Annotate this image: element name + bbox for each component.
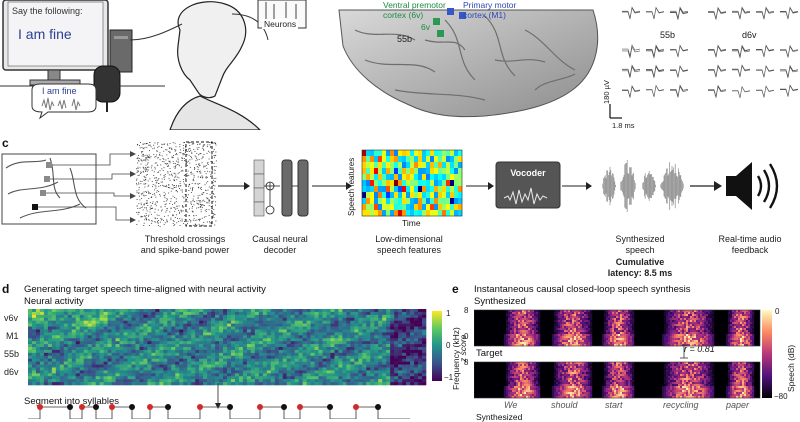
electrode-array-3 bbox=[40, 190, 46, 196]
colorbar-tick-0: 0 bbox=[446, 341, 450, 350]
scale-voltage-label: 180 µV bbox=[602, 74, 611, 104]
neurons-label: Neurons bbox=[262, 19, 298, 29]
latency-label-1: Cumulative bbox=[590, 257, 690, 268]
spike-waveform-grid bbox=[608, 0, 800, 135]
scale-time-label: 1.8 ms bbox=[612, 121, 635, 130]
synthesized-waveform bbox=[602, 160, 684, 212]
word-we: We bbox=[504, 400, 517, 410]
spectrogram-y-axis-label: Frequency (kHz) bbox=[451, 327, 461, 390]
threshold-label-2: and spike-band power bbox=[120, 245, 250, 256]
spectrogram-target bbox=[474, 362, 760, 398]
spike-label-d6v: d6v bbox=[742, 30, 757, 40]
vocoder-label: Vocoder bbox=[496, 168, 560, 178]
db-colorbar-top: 0 bbox=[775, 307, 779, 316]
word-should: should bbox=[551, 400, 578, 410]
screen-prompt: Say the following: bbox=[12, 6, 83, 16]
panel-a: Say the following: I am fine I am fine N… bbox=[0, 0, 320, 130]
synth-speech-label-1: Synthesized bbox=[590, 234, 690, 245]
panel-d-subtitle: Neural activity bbox=[24, 296, 84, 307]
spike-raster bbox=[136, 142, 217, 227]
spectrogram-synthesized bbox=[474, 310, 760, 346]
electrode-array-1 bbox=[46, 162, 52, 168]
zscore-colorbar bbox=[432, 311, 442, 381]
word-recycling: recycling bbox=[663, 400, 699, 410]
area-55b-label: 55b bbox=[397, 34, 412, 44]
colorbar-tick-1: 1 bbox=[446, 309, 450, 318]
causal-decoder-diagram bbox=[254, 160, 308, 216]
features-label-2: speech features bbox=[350, 245, 468, 256]
row-label-v6v: v6v bbox=[4, 313, 18, 323]
screen-sentence: I am fine bbox=[18, 26, 72, 42]
word-start: start bbox=[605, 400, 623, 410]
area-6v-label: 6v bbox=[421, 22, 430, 32]
speech-features-heatmap bbox=[362, 150, 462, 216]
electrode-array-4 bbox=[32, 204, 38, 210]
panel-d-letter: d bbox=[2, 282, 9, 296]
neural-activity-heatmap bbox=[28, 308, 428, 386]
features-axis-x: Time bbox=[402, 218, 421, 228]
spike-label-55b: 55b bbox=[660, 30, 675, 40]
y-tick-0: 0 bbox=[464, 332, 468, 341]
y-tick-8-bottom: 8 bbox=[464, 358, 468, 367]
ventral-premotor-label: Ventral premotor cortex (6v) bbox=[383, 0, 453, 20]
features-axis-y: Speech features bbox=[347, 158, 356, 216]
latency-label-2: latency: 8.5 ms bbox=[590, 268, 690, 279]
electrode-array-2 bbox=[44, 176, 50, 182]
row-label-m1: M1 bbox=[6, 331, 19, 341]
speech-bubble-text: I am fine bbox=[42, 86, 77, 96]
speech-db-colorbar bbox=[762, 310, 772, 398]
panel-spike-waveforms: 55b d6v 180 µV 1.8 ms bbox=[608, 0, 800, 135]
panel-d-title: Generating target speech time-aligned wi… bbox=[24, 284, 266, 295]
row-label-55b: 55b bbox=[4, 349, 19, 359]
feedback-label-2: feedback bbox=[700, 245, 800, 256]
bottom-cut-label: Synthesized bbox=[476, 412, 522, 422]
syllable-segmentation bbox=[0, 383, 440, 419]
decoder-label-1: Causal neural bbox=[244, 234, 316, 245]
row-label-d6v: d6v bbox=[4, 367, 19, 377]
feedback-label-1: Real-time audio bbox=[700, 234, 800, 245]
synth-speech-label-2: speech bbox=[590, 245, 690, 256]
primary-motor-label: Primary motor cortex (M1) bbox=[463, 0, 535, 20]
db-colorbar-label: Speech (dB) bbox=[786, 345, 796, 392]
panel-b: Ventral premotor cortex (6v) Primary mot… bbox=[335, 0, 605, 130]
threshold-label-1: Threshold crossings bbox=[120, 234, 250, 245]
speaker-icon bbox=[726, 162, 777, 210]
word-paper: paper bbox=[726, 400, 749, 410]
features-label-1: Low-dimensional bbox=[350, 234, 468, 245]
decoder-label-2: decoder bbox=[244, 245, 316, 256]
db-colorbar-bottom: −80 bbox=[774, 392, 788, 401]
panel-e-letter: e bbox=[452, 282, 459, 296]
y-tick-8-top: 8 bbox=[464, 306, 468, 315]
panel-e-title: Instantaneous causal closed-loop speech … bbox=[474, 284, 691, 295]
